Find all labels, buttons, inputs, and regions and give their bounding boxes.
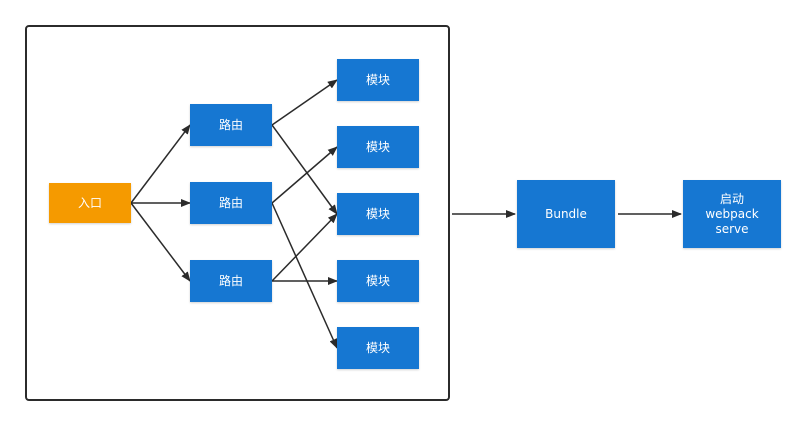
entry-node-label: 入口	[77, 195, 102, 210]
module-node-3-label: 模块	[365, 206, 390, 221]
route-node-2[interactable]: 路由	[190, 182, 272, 224]
bundle-node-label: Bundle	[545, 206, 587, 221]
edge-route-1-to-module-3	[271, 124, 338, 215]
module-node-4-label: 模块	[365, 273, 390, 288]
edge-route-1-to-module-1	[271, 79, 338, 126]
edge-route-2-to-module-2	[271, 146, 338, 204]
route-node-1-label: 路由	[218, 117, 243, 132]
route-node-3-label: 路由	[218, 273, 243, 288]
module-node-2[interactable]: 模块	[337, 126, 419, 168]
module-node-1[interactable]: 模块	[337, 59, 419, 101]
serve-node[interactable]: 启动 webpack serve	[683, 180, 781, 248]
module-node-3[interactable]: 模块	[337, 193, 419, 235]
module-node-4[interactable]: 模块	[337, 260, 419, 302]
route-node-1[interactable]: 路由	[190, 104, 272, 146]
edge-entry-to-route-3	[130, 202, 191, 282]
serve-node-label: 启动 webpack serve	[705, 191, 759, 236]
module-group-frame	[25, 25, 450, 401]
entry-node[interactable]: 入口	[49, 183, 131, 223]
module-node-2-label: 模块	[365, 139, 390, 154]
edge-entry-to-route-1	[130, 124, 191, 204]
edge-route-2-to-module-5	[271, 202, 338, 349]
bundle-node[interactable]: Bundle	[517, 180, 615, 248]
module-node-1-label: 模块	[365, 72, 390, 87]
module-node-5[interactable]: 模块	[337, 327, 419, 369]
edge-route-3-to-module-3	[271, 213, 338, 282]
module-node-5-label: 模块	[365, 340, 390, 355]
route-node-2-label: 路由	[218, 195, 243, 210]
route-node-3[interactable]: 路由	[190, 260, 272, 302]
